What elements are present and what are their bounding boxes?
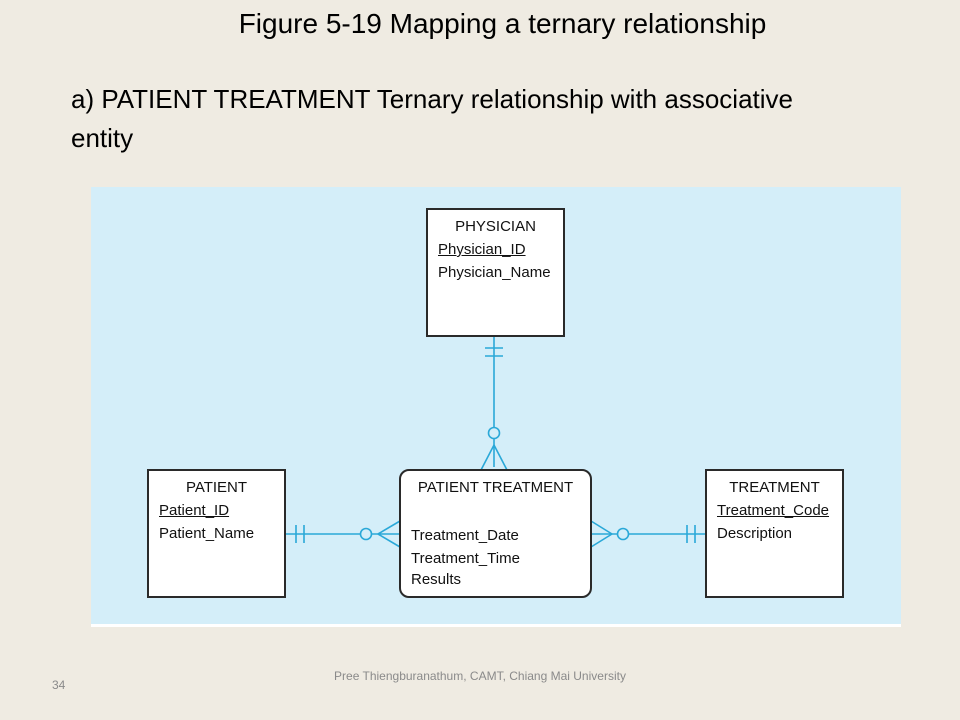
er-connectors (285, 337, 706, 548)
er-diagram-panel: PHYSICIAN Physician_ID Physician_Name PA… (91, 187, 901, 627)
slide-footer: Pree Thiengburanathum, CAMT, Chiang Mai … (334, 669, 626, 683)
treatment-date-attribute: Treatment_Date (411, 527, 519, 544)
patient-entity: PATIENT Patient_ID Patient_Name (147, 469, 286, 598)
treatment-entity-name: TREATMENT (729, 479, 820, 496)
patient-id-attribute: Patient_ID (159, 502, 230, 519)
description-attribute: Description (717, 525, 793, 542)
physician-id-attribute: Physician_ID (438, 241, 526, 258)
patient-name-attribute: Patient_Name (159, 525, 255, 542)
physician-crowfoot-right (493, 444, 508, 471)
patient-treatment-entity-name: PATIENT TREATMENT (417, 479, 574, 496)
treatment-optional-circle (616, 527, 630, 541)
patient-crowfoot-bottom (377, 533, 401, 548)
physician-entity-name: PHYSICIAN (455, 218, 536, 235)
patient-optional-circle (359, 527, 373, 541)
patient-entity-name: PATIENT (185, 479, 248, 496)
page-number: 34 (52, 678, 66, 692)
patient-crowfoot-top (377, 520, 401, 535)
physician-optional-circle (487, 426, 501, 440)
physician-name-attribute: Physician_Name (438, 264, 551, 281)
physician-entity: PHYSICIAN Physician_ID Physician_Name (426, 208, 565, 337)
slide-title: Figure 5-19 Mapping a ternary relationsh… (238, 8, 767, 39)
slide-subtitle: a) PATIENT TREATMENT Ternary relationshi… (71, 84, 793, 153)
treatment-code-attribute: Treatment_Code (717, 502, 830, 519)
treatment-entity: TREATMENT Treatment_Code Description (705, 469, 844, 598)
treatment-time-attribute: Treatment_Time (411, 550, 520, 567)
results-attribute: Results (411, 571, 462, 588)
physician-crowfoot-left (480, 444, 495, 471)
patient-treatment-entity: PATIENT TREATMENT Treatment_Date Treatme… (399, 469, 592, 598)
treatment-crowfoot-bottom (590, 533, 613, 548)
treatment-crowfoot-top (590, 520, 613, 535)
